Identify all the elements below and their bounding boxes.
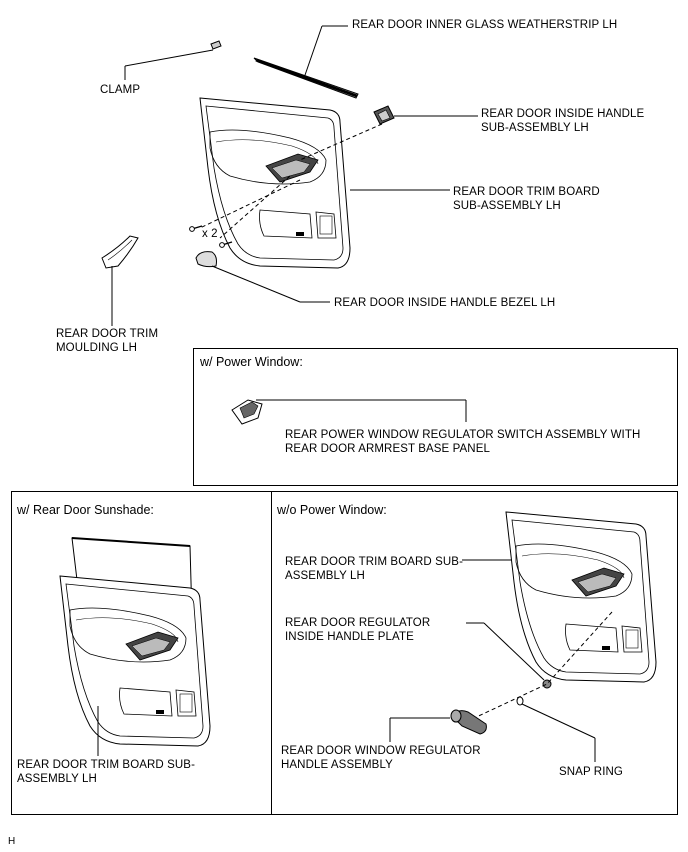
switch-assembly-label: REAR POWER WINDOW REGULATOR SWITCH ASSEM… [285, 429, 641, 455]
moulding-label: REAR DOOR TRIM MOULDING LH [56, 328, 159, 354]
weatherstrip-label: REAR DOOR INNER GLASS WEATHERSTRIP LH [352, 19, 618, 31]
figure-code: H [8, 836, 16, 847]
sunshade-trim-board-label: REAR DOOR TRIM BOARD SUB- ASSEMBLY LH [17, 759, 195, 785]
power-window-box [193, 348, 678, 486]
no-power-window-box [271, 491, 678, 815]
regulator-plate-label: REAR DOOR REGULATOR INSIDE HANDLE PLATE [285, 617, 431, 643]
quantity-label: x 2 [202, 228, 218, 240]
inside-handle-label: REAR DOOR INSIDE HANDLE SUB-ASSEMBLY LH [481, 108, 645, 134]
snap-ring-label: SNAP RING [559, 766, 623, 778]
no-pw-trim-board-label: REAR DOOR TRIM BOARD SUB- ASSEMBLY LH [285, 556, 463, 582]
no-power-window-title: w/o Power Window: [277, 503, 387, 517]
clamp-label: CLAMP [100, 84, 141, 96]
sunshade-title: w/ Rear Door Sunshade: [17, 503, 154, 517]
power-window-title: w/ Power Window: [200, 355, 303, 369]
window-handle-label: REAR DOOR WINDOW REGULATOR HANDLE ASSEMB… [281, 745, 481, 771]
bezel-label: REAR DOOR INSIDE HANDLE BEZEL LH [334, 297, 556, 309]
trim-board-label: REAR DOOR TRIM BOARD SUB-ASSEMBLY LH [453, 186, 600, 212]
